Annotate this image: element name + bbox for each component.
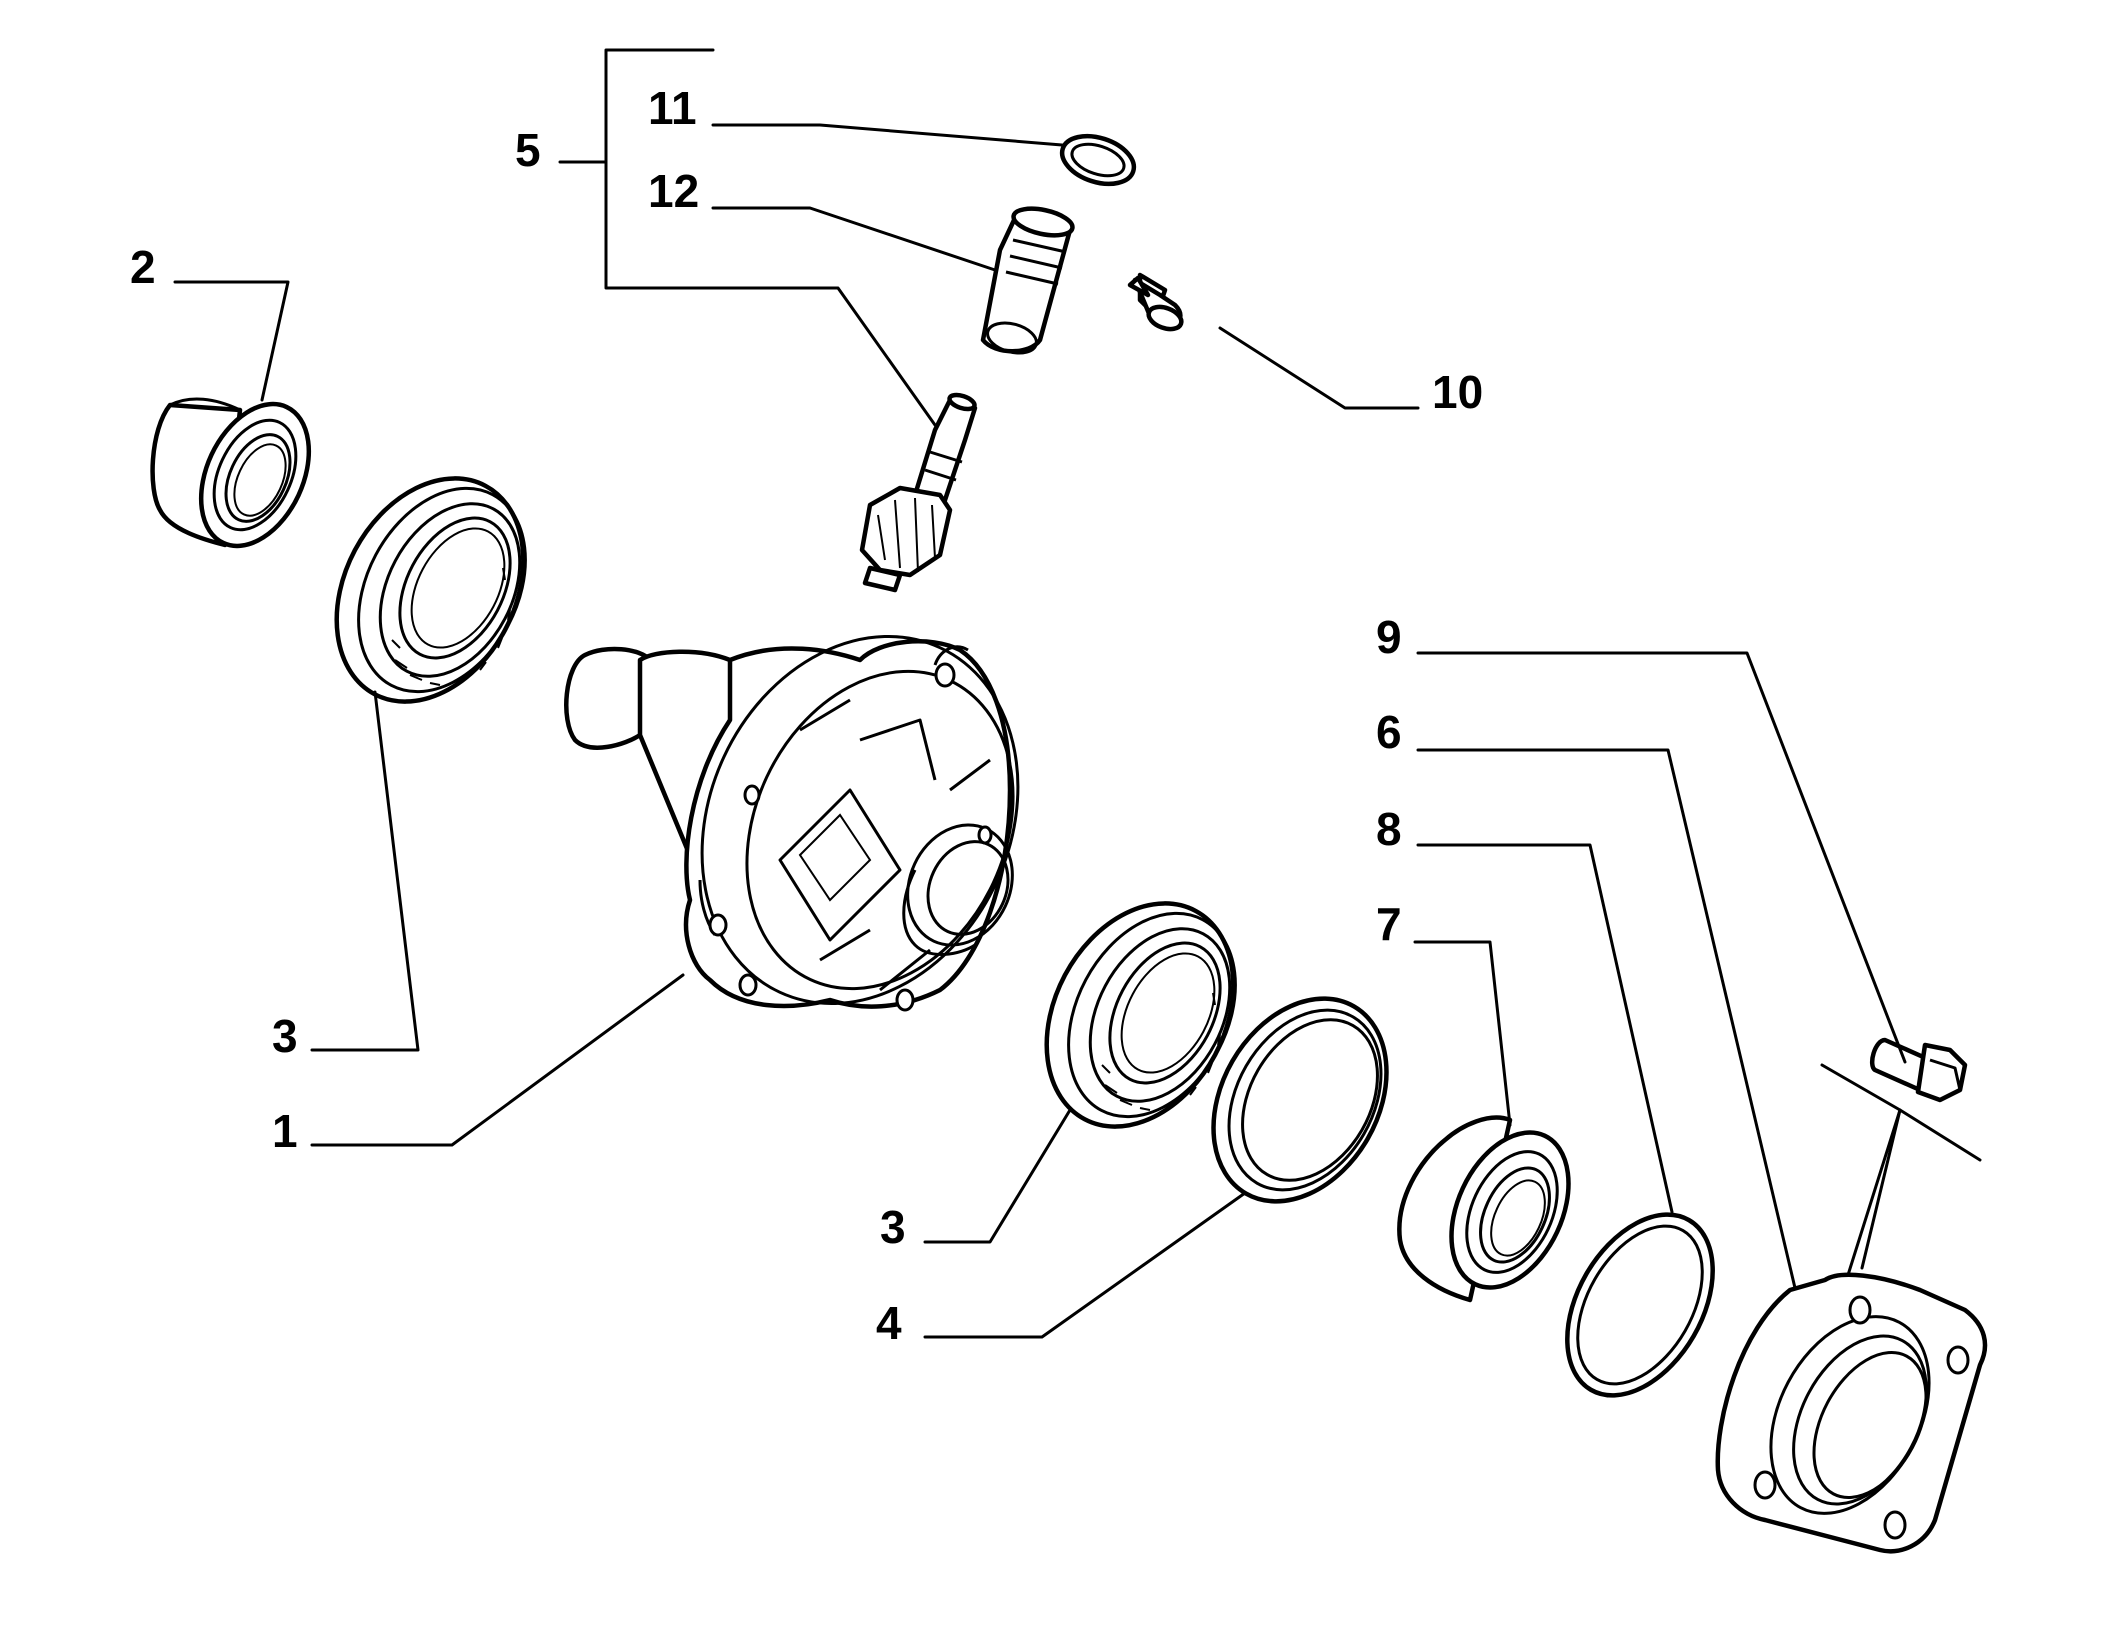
leader-8: [1416, 843, 1674, 1214]
label-3-right: 3: [880, 1201, 906, 1253]
part-2-bearing: [150, 397, 312, 549]
part-9-bolt: [1869, 1037, 1968, 1103]
leader-4: [923, 1191, 1247, 1339]
leader-10: [1218, 326, 1420, 410]
part-6-cover-flange: [1715, 1272, 1988, 1554]
leader-11: [711, 123, 1064, 147]
leader-7: [1413, 940, 1512, 1127]
leader-9: [1416, 651, 1907, 1064]
leader-9-fan-b: [1860, 1108, 1902, 1270]
label-5: 5: [515, 124, 541, 176]
label-8: 8: [1376, 803, 1402, 855]
label-4: 4: [876, 1297, 902, 1349]
leader-3-right: [923, 1108, 1072, 1244]
leader-6: [1416, 748, 1797, 1290]
label-2: 2: [130, 241, 156, 293]
label-9: 9: [1376, 611, 1402, 663]
leader-1: [310, 973, 685, 1147]
part-8-shim: [1565, 1212, 1715, 1398]
part-11-o-ring: [1059, 133, 1137, 187]
part-1-differential-housing: [564, 635, 1020, 1012]
bracket-5: [604, 48, 937, 427]
label-10: 10: [1432, 366, 1483, 418]
leader-3-left: [310, 690, 420, 1052]
callout-labels: 2 3 1 5 11 12 10 3 4 9 6 8 7: [130, 82, 1483, 1349]
part-7-bearing: [1397, 1115, 1571, 1303]
leader-12: [711, 206, 997, 272]
label-11: 11: [648, 82, 697, 134]
leader-2: [173, 280, 290, 402]
leader-lines: [173, 48, 1982, 1339]
label-7: 7: [1376, 898, 1402, 950]
label-1: 1: [272, 1105, 298, 1157]
leader-9-fan-a: [1846, 1108, 1902, 1277]
label-12: 12: [648, 165, 699, 217]
label-3-left: 3: [272, 1010, 298, 1062]
part-10-screw: [1127, 272, 1184, 332]
part-3-roller-bearing-right: [1044, 901, 1237, 1129]
part-3-roller-bearing-left: [334, 476, 527, 704]
label-6: 6: [1376, 706, 1402, 758]
part-5-speedometer-gear: [859, 392, 978, 593]
part-12-sleeve: [980, 206, 1075, 355]
